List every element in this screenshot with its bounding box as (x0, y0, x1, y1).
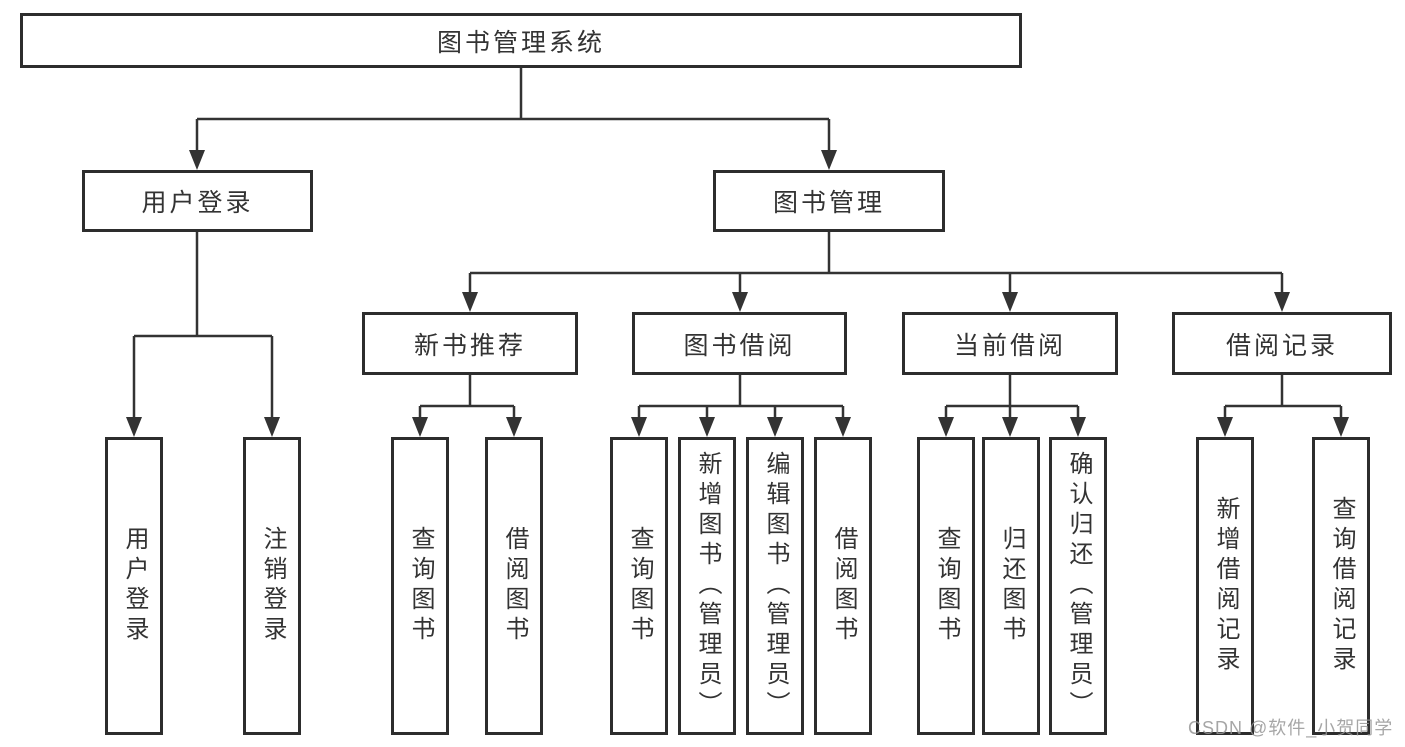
node-return-book: 归还图书 (982, 437, 1040, 735)
node-label: 查询借阅记录 (1328, 496, 1355, 676)
node-new-book-recommend: 新书推荐 (362, 312, 578, 375)
node-label: 查询图书 (407, 526, 434, 646)
node-query-books-borrow: 查询图书 (610, 437, 668, 735)
node-label: 新增图书（管理员） (694, 451, 721, 721)
node-label: 确认归还（管理员） (1065, 451, 1092, 721)
node-label: 查询图书 (933, 526, 960, 646)
node-label: 当前借阅 (953, 331, 1066, 360)
node-label: 注销登录 (259, 526, 286, 646)
node-current-borrow: 当前借阅 (902, 312, 1118, 375)
node-label: 借阅图书 (501, 526, 528, 646)
node-borrow-records: 借阅记录 (1172, 312, 1392, 375)
node-borrow-books: 借阅图书 (814, 437, 872, 735)
node-confirm-return-admin: 确认归还（管理员） (1049, 437, 1107, 735)
node-add-borrow-record: 新增借阅记录 (1196, 437, 1254, 735)
node-user-login: 用户登录 (82, 170, 313, 232)
node-label: 借阅记录 (1225, 331, 1338, 360)
node-add-book-admin: 新增图书（管理员） (678, 437, 736, 735)
node-book-borrow: 图书借阅 (632, 312, 847, 375)
arrowheads (126, 150, 1349, 437)
node-label: 用户登录 (141, 189, 254, 217)
node-label: 用户登录 (121, 526, 148, 646)
node-borrow-books-recommend: 借阅图书 (485, 437, 543, 735)
node-label: 图书管理系统 (436, 28, 605, 57)
node-query-borrow-record: 查询借阅记录 (1312, 437, 1370, 735)
node-user-login-action: 用户登录 (105, 437, 163, 735)
node-label: 图书管理 (772, 189, 885, 217)
node-library-system: 图书管理系统 (20, 13, 1022, 68)
node-query-books-recommend: 查询图书 (391, 437, 449, 735)
node-logout-action: 注销登录 (243, 437, 301, 735)
node-label: 编辑图书（管理员） (762, 451, 789, 721)
node-label: 新书推荐 (413, 331, 526, 360)
node-edit-book-admin: 编辑图书（管理员） (746, 437, 804, 735)
node-query-books-current: 查询图书 (917, 437, 975, 735)
node-label: 查询图书 (626, 526, 653, 646)
node-label: 归还图书 (998, 526, 1025, 646)
node-label: 新增借阅记录 (1212, 496, 1239, 676)
node-book-management: 图书管理 (713, 170, 945, 232)
node-label: 借阅图书 (830, 526, 857, 646)
node-label: 图书借阅 (683, 331, 796, 360)
csdn-watermark: CSDN @软件_小贺同学 (1188, 718, 1394, 738)
